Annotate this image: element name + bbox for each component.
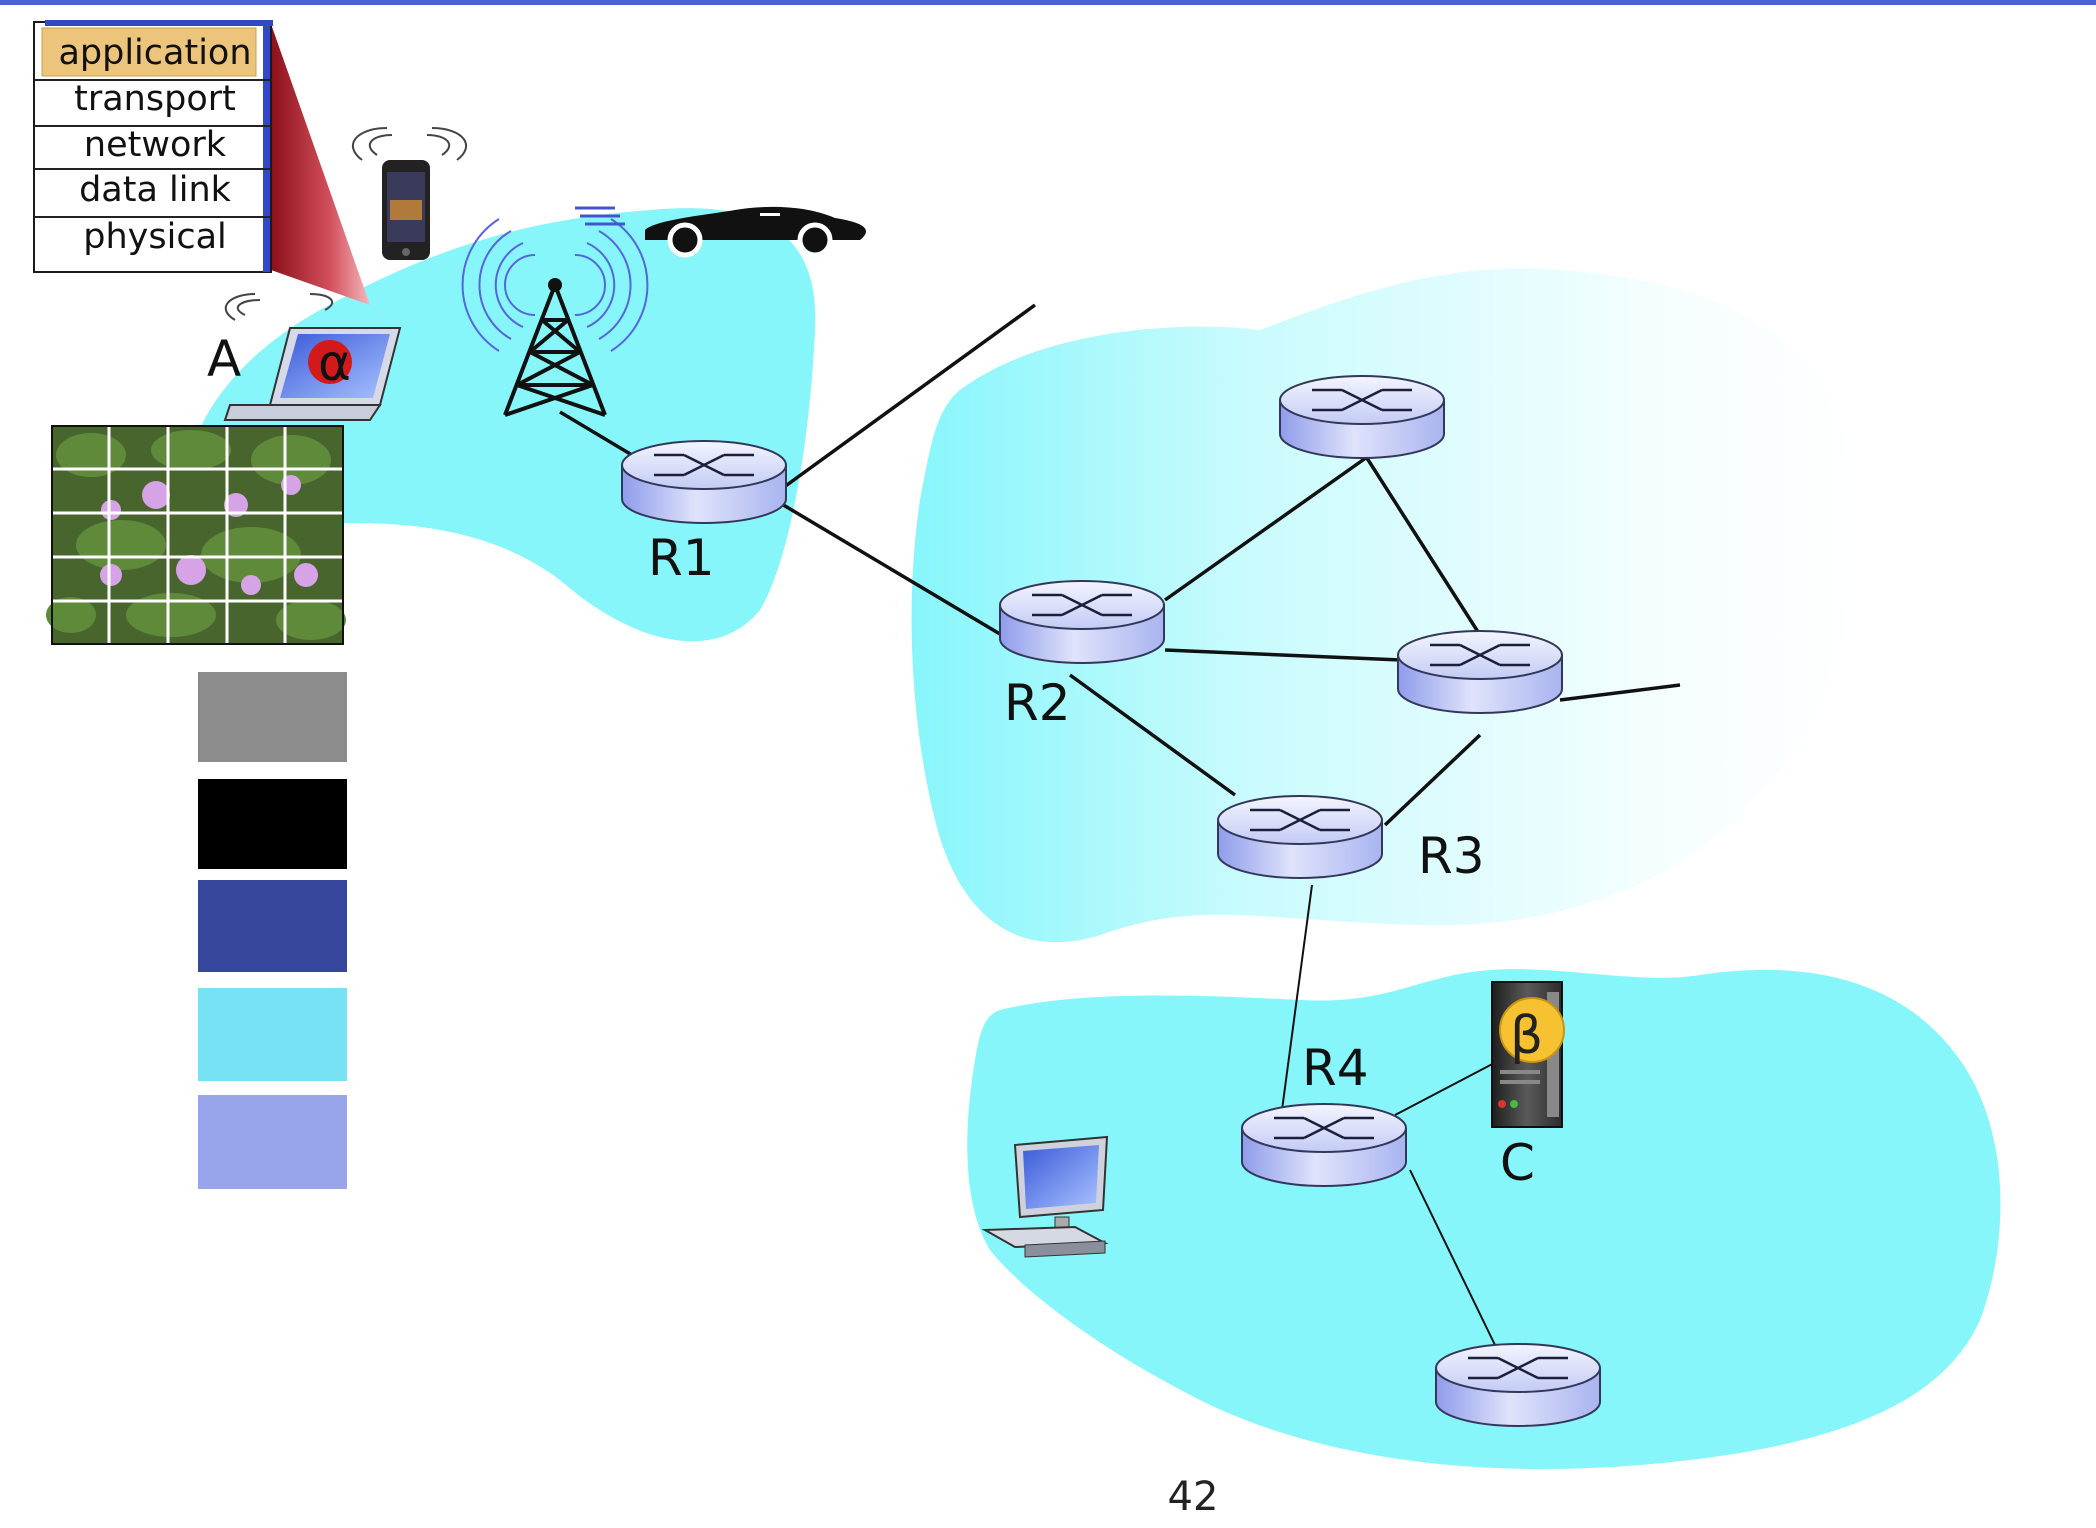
layer-network: network (84, 125, 227, 165)
laptop-icon[interactable] (223, 293, 402, 421)
server-icon[interactable] (1491, 981, 1565, 1128)
page-number: 42 (1168, 1474, 1219, 1520)
smartphone-icon (351, 127, 468, 260)
layer-data-link: data link (79, 170, 232, 210)
cell-tower-icon (461, 218, 649, 417)
enterprise-network-cloud (967, 969, 2001, 1469)
swatch-dark-blue[interactable] (198, 880, 347, 972)
router-icon[interactable] (998, 579, 1166, 665)
router-icon[interactable] (1434, 1342, 1602, 1428)
protocol-stack: application transport network data link … (33, 20, 273, 273)
router-icon[interactable] (1278, 374, 1446, 460)
router-label-r3: R3 (1418, 827, 1485, 885)
swatch-cyan[interactable] (198, 988, 347, 1081)
core-network-cloud (911, 268, 1861, 943)
swatch-gray[interactable] (198, 672, 347, 762)
top-bar (0, 0, 2096, 5)
color-palette (198, 672, 347, 1189)
router-icon[interactable] (620, 439, 788, 525)
router-label-r1: R1 (648, 529, 715, 587)
application-layer-highlight (41, 27, 257, 77)
desktop-computer-icon[interactable] (981, 1135, 1109, 1258)
layer-zoom-funnel (271, 24, 370, 305)
alpha-symbol: α (318, 334, 351, 392)
router-icon[interactable] (1240, 1102, 1408, 1188)
swatch-lavender[interactable] (198, 1095, 347, 1189)
host-a-label: A (207, 330, 241, 388)
router-icon[interactable] (1216, 794, 1384, 880)
access-network-cloud (186, 208, 816, 642)
beta-symbol: β (1510, 1006, 1543, 1066)
network-links (559, 303, 1681, 1346)
host-c-label: C (1500, 1134, 1535, 1192)
layer-transport: transport (74, 79, 236, 119)
car-icon (575, 206, 866, 258)
lily-pond-photo (46, 425, 346, 645)
swatch-black[interactable] (198, 779, 347, 869)
router-label-r2: R2 (1004, 674, 1071, 732)
layer-application: application (58, 33, 251, 73)
layer-physical: physical (83, 217, 227, 257)
router-label-r4: R4 (1302, 1039, 1369, 1097)
router-icon[interactable] (1396, 629, 1564, 715)
